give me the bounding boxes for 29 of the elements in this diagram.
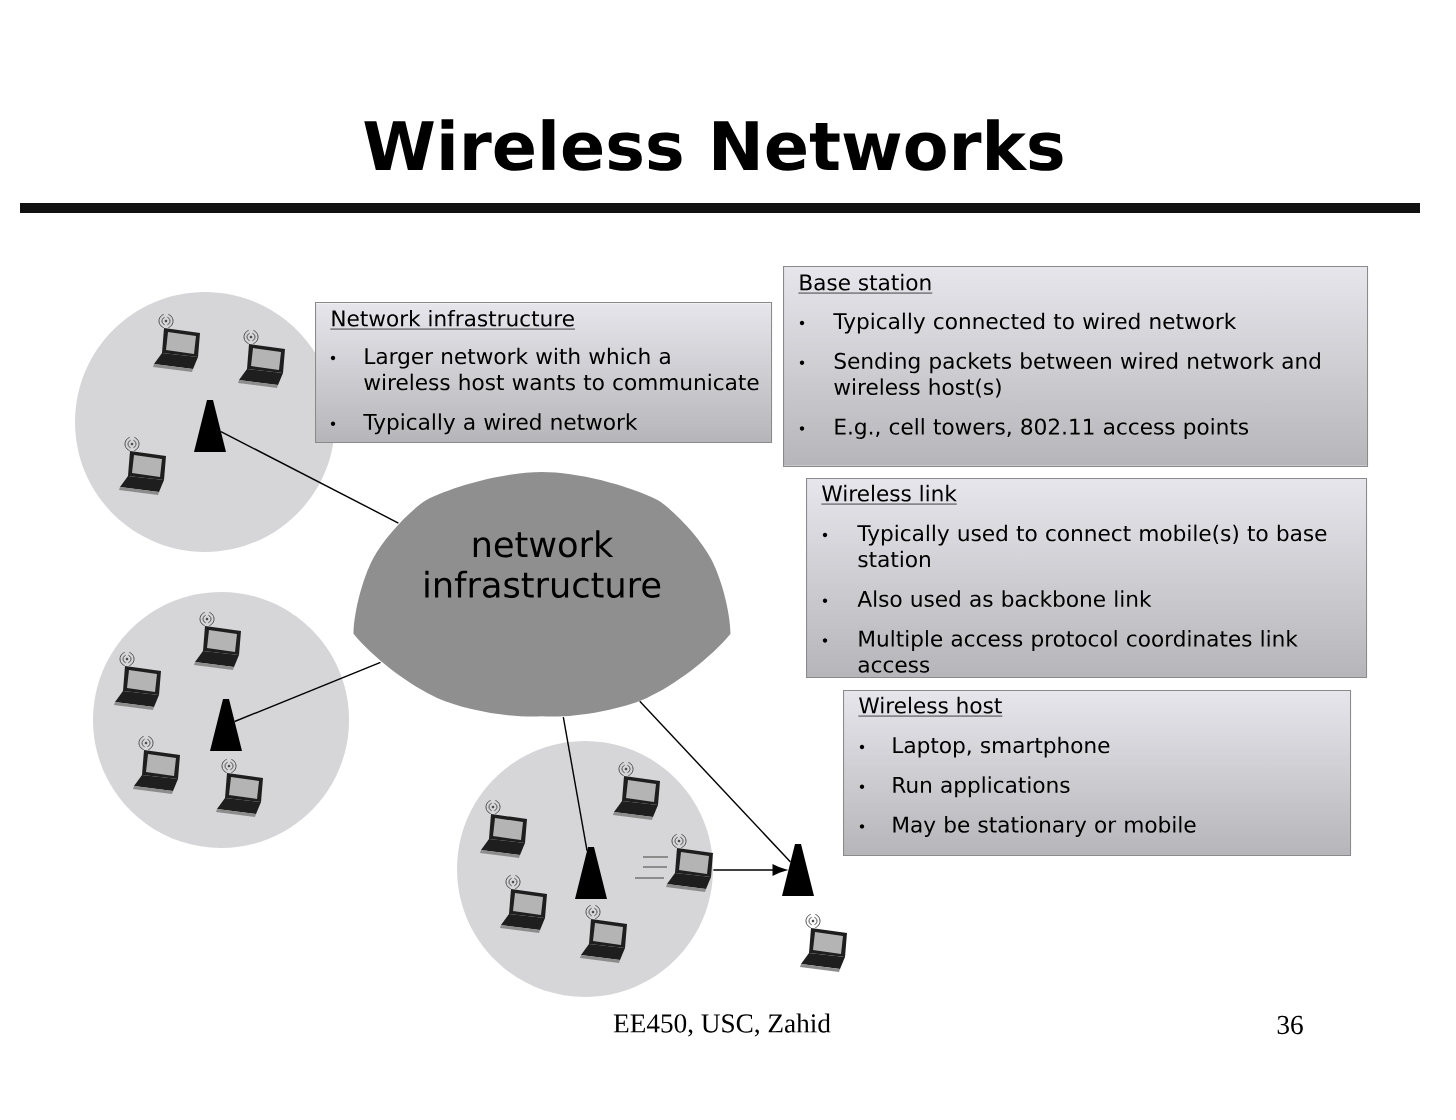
cloud: network infrastructure	[353, 472, 731, 717]
tower-icon	[782, 844, 814, 896]
bullet-text: May be stationary or mobile	[893, 816, 1196, 837]
box-heading: Wireless host	[858, 696, 1003, 717]
connector-line	[233, 661, 382, 723]
bullet-text: Also used as backbone link	[857, 590, 1152, 608]
bullet-text: Typically a wired network	[363, 413, 638, 435]
bullet-text: Larger network with which a wireless host wants to communicate	[364, 347, 759, 391]
box-heading: Network infrastructure	[330, 309, 576, 330]
arrow	[712, 864, 787, 876]
box-heading: Wireless link	[821, 484, 958, 505]
bullet-text: Typically used to connect mobile(s) to base station	[857, 524, 1327, 568]
footer-text: EE450, USC, Zahid	[613, 1013, 831, 1037]
tower-icon	[210, 699, 242, 751]
bullet-text: Laptop, smartphone	[893, 736, 1110, 758]
bullet-text: Run applications	[893, 776, 1070, 798]
box-heading: Base station	[798, 273, 933, 294]
page-number: 36	[1277, 1015, 1303, 1035]
tower-icon	[575, 847, 607, 899]
tower-icon	[194, 400, 226, 452]
laptop-icon	[666, 833, 713, 892]
connector-line	[639, 700, 792, 863]
bullet-text: Typically connected to wired network	[833, 312, 1237, 334]
bullet-text: Sending packets between wired network and wireless host(s)	[834, 352, 1320, 398]
bullet-text: Multiple access protocol coordinates link access	[858, 630, 1298, 673]
title: Wireless Networks	[364, 119, 1063, 171]
connector-line	[562, 716, 588, 852]
bullet-text: E.g., cell towers, 802.11 access points	[835, 418, 1249, 439]
connector-line	[220, 430, 400, 524]
